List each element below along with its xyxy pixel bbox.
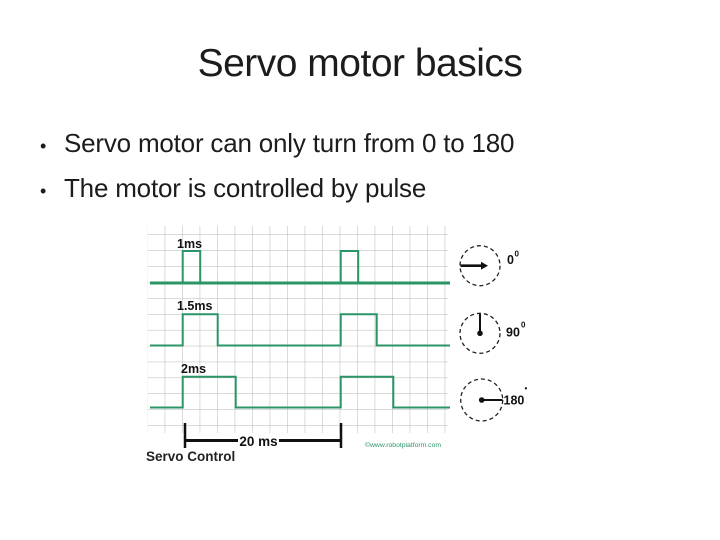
dial-hub-icon xyxy=(477,330,483,337)
trace-2ms xyxy=(150,375,450,409)
bullet-item: • The motor is controlled by pulse xyxy=(40,173,514,218)
bullet-text: Servo motor can only turn from 0 to 180 xyxy=(64,128,515,158)
watermark-text: ©www.robotplatform.com xyxy=(365,441,441,449)
dial-circle xyxy=(459,245,501,287)
pulse-width-label: 1ms xyxy=(177,237,202,251)
dial-angle-label: 90 xyxy=(506,326,520,340)
bullet-text: The motor is controlled by pulse xyxy=(64,173,427,203)
timing-grid xyxy=(147,226,448,433)
slide-title: Servo motor basics xyxy=(197,42,523,85)
servo-dial-0deg: 0 0 xyxy=(459,245,520,287)
pulse-width-label: 2ms xyxy=(181,362,206,376)
bullet-list: • Servo motor can only turn from 0 to 18… xyxy=(40,128,515,218)
trace-pulses-1ms xyxy=(181,250,360,283)
dial-angle-label: 180 xyxy=(504,394,525,408)
dial-angle-label: 0 xyxy=(507,253,514,267)
bullet-glyph: • xyxy=(40,181,47,201)
period-label: 20 ms xyxy=(239,434,277,449)
degree-mark: 0 xyxy=(515,250,520,259)
degree-mark: • xyxy=(525,384,528,393)
servo-dial-90deg: 90 0 xyxy=(459,312,526,354)
pulse-width-label: 1.5ms xyxy=(177,299,212,313)
servo-dial-180deg: 180 • xyxy=(460,378,528,422)
dial-circle xyxy=(460,378,504,422)
timing-diagram-svg: 1ms 1.5ms 2ms 20 ms Servo Control ©www.r… xyxy=(146,226,528,464)
bullet-item: • Servo motor can only turn from 0 to 18… xyxy=(40,128,515,173)
servo-timing-figure: 1ms 1.5ms 2ms 20 ms Servo Control ©www.r… xyxy=(140,220,540,470)
dial-hub-icon xyxy=(478,397,485,403)
degree-mark: 0 xyxy=(521,321,526,330)
period-bracket-ticks xyxy=(183,423,343,448)
bullet-glyph: • xyxy=(40,136,47,156)
trace-1_5ms xyxy=(150,313,450,347)
dial-pointer-arrowhead-icon xyxy=(481,261,488,270)
figure-caption: Servo Control xyxy=(146,449,235,464)
